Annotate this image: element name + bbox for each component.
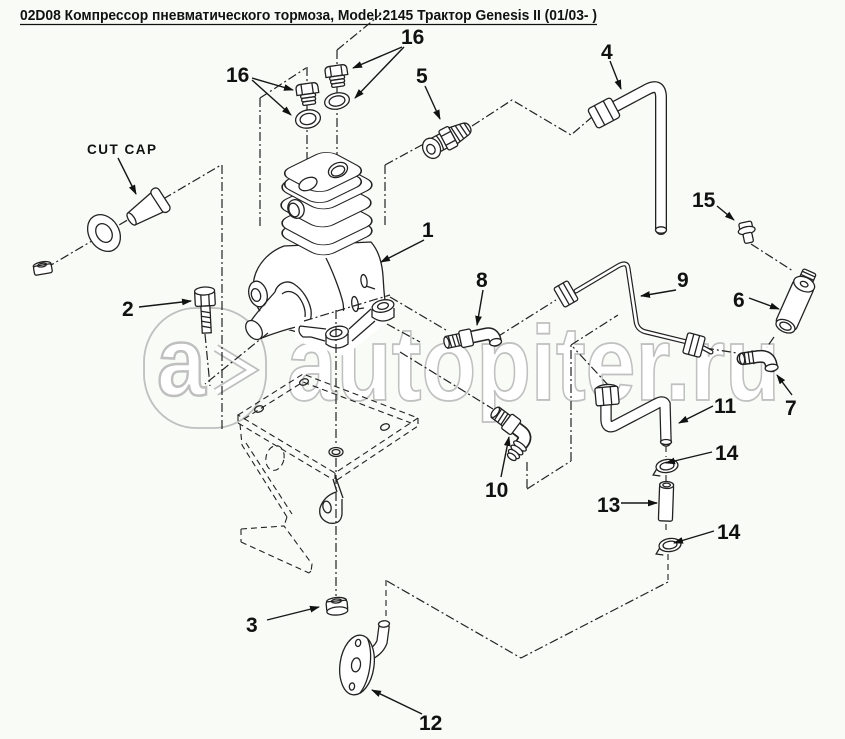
svg-text:11: 11 — [714, 395, 737, 418]
svg-text:12: 12 — [419, 712, 442, 735]
svg-text:7: 7 — [785, 397, 797, 420]
svg-text:14: 14 — [717, 521, 741, 544]
svg-text:14: 14 — [715, 442, 739, 465]
svg-text:8: 8 — [476, 269, 488, 292]
svg-text:9: 9 — [677, 269, 689, 292]
svg-text:4: 4 — [601, 41, 613, 64]
svg-text:15: 15 — [692, 189, 716, 212]
svg-text:5: 5 — [416, 65, 428, 88]
svg-text:2: 2 — [122, 298, 134, 321]
svg-text:02D08 Компрессор пневматическо: 02D08 Компрессор пневматического тормоза… — [20, 8, 597, 24]
svg-text:a: a — [157, 307, 206, 416]
svg-text:6: 6 — [733, 289, 745, 312]
svg-text:10: 10 — [485, 479, 508, 502]
svg-text:16: 16 — [226, 64, 249, 87]
svg-text:16: 16 — [401, 26, 424, 49]
svg-text:1: 1 — [422, 219, 434, 242]
svg-text:3: 3 — [246, 614, 258, 637]
svg-text:13: 13 — [597, 494, 620, 517]
svg-text:CUT CAP: CUT CAP — [87, 142, 158, 157]
